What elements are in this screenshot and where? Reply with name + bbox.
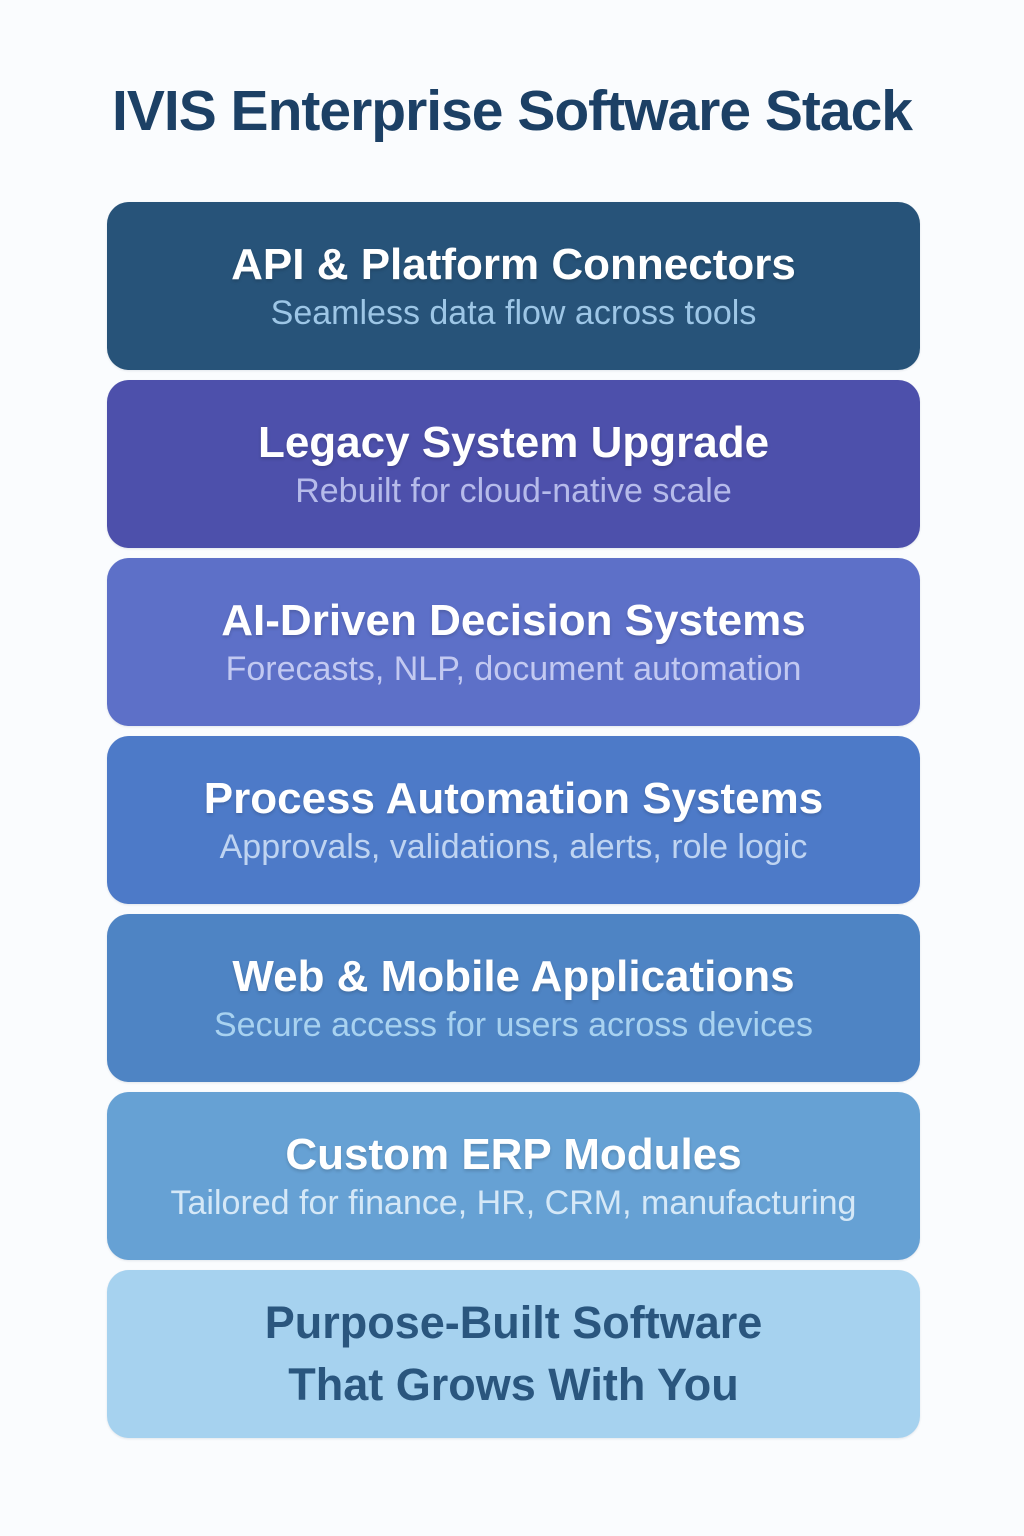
stack-layer-ai-decision: AI-Driven Decision Systems Forecasts, NL… bbox=[107, 558, 920, 726]
layer-title: Custom ERP Modules bbox=[285, 1129, 742, 1179]
layer-title: API & Platform Connectors bbox=[231, 239, 796, 289]
tagline-line-1: Purpose-Built Software bbox=[264, 1297, 763, 1349]
stack-base-tagline: Purpose-Built Software That Grows With Y… bbox=[107, 1270, 920, 1438]
stack-layer-legacy-upgrade: Legacy System Upgrade Rebuilt for cloud-… bbox=[107, 380, 920, 548]
layer-subtitle: Secure access for users across devices bbox=[213, 1005, 814, 1044]
layer-title: Process Automation Systems bbox=[203, 773, 824, 823]
page-title: IVIS Enterprise Software Stack bbox=[112, 79, 913, 143]
stack-layer-custom-erp: Custom ERP Modules Tailored for finance,… bbox=[107, 1092, 920, 1260]
layer-subtitle: Forecasts, NLP, document automation bbox=[225, 649, 802, 688]
tagline-line-2: That Grows With You bbox=[288, 1359, 739, 1410]
layer-subtitle: Tailored for finance, HR, CRM, manufactu… bbox=[170, 1183, 857, 1222]
layer-title: Legacy System Upgrade bbox=[257, 417, 770, 467]
software-stack: API & Platform Connectors Seamless data … bbox=[107, 202, 920, 1438]
layer-title: AI-Driven Decision Systems bbox=[221, 595, 806, 645]
stack-layer-api-connectors: API & Platform Connectors Seamless data … bbox=[107, 202, 920, 370]
layer-title: Web & Mobile Applications bbox=[232, 951, 795, 1001]
layer-subtitle: Approvals, validations, alerts, role log… bbox=[219, 827, 808, 866]
layer-subtitle: Seamless data flow across tools bbox=[270, 293, 757, 332]
layer-subtitle: Rebuilt for cloud-native scale bbox=[295, 471, 732, 510]
infographic-page: IVIS Enterprise Software Stack API & Pla… bbox=[0, 0, 1024, 1438]
stack-layer-process-automation: Process Automation Systems Approvals, va… bbox=[107, 736, 920, 904]
stack-layer-web-mobile: Web & Mobile Applications Secure access … bbox=[107, 914, 920, 1082]
